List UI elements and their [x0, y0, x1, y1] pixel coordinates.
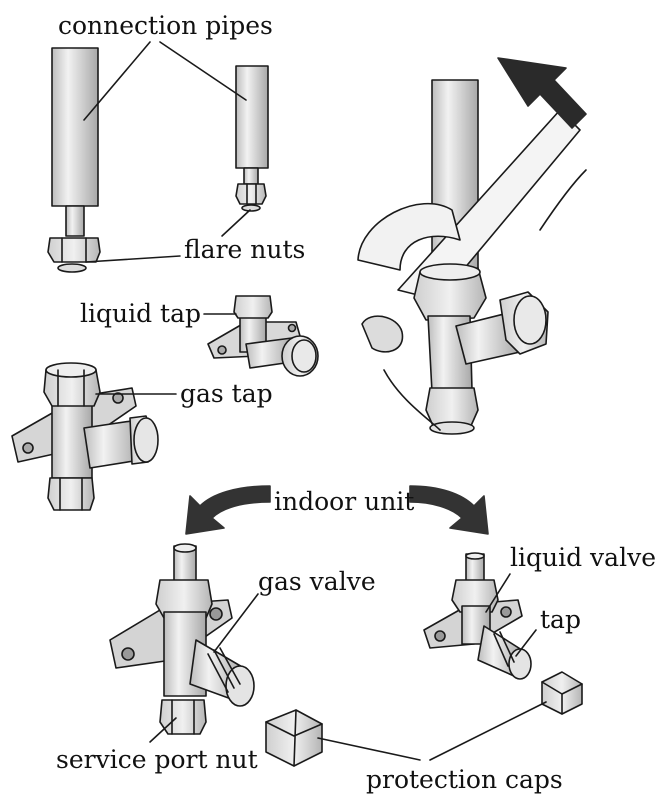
label-protection-caps: protection caps	[366, 765, 563, 794]
leader-tap	[515, 629, 537, 657]
label-gas-tap: gas tap	[180, 379, 273, 408]
rotation-arrow-icon	[497, 57, 587, 129]
label-liquid-tap: liquid tap	[80, 299, 201, 328]
label-flare-nuts: flare nuts	[184, 235, 305, 264]
flare-nut-right	[235, 183, 267, 212]
arrow-right-icon	[409, 485, 489, 535]
leader-protection-caps-right	[429, 701, 547, 761]
gas-tap-drawing	[11, 362, 159, 511]
protection-cap-small	[541, 671, 583, 715]
label-indoor-unit: indoor unit	[274, 487, 414, 516]
liquid-tap-drawing	[207, 295, 319, 377]
leader-connection-pipes-left	[83, 41, 151, 121]
leader-liquid-valve	[485, 573, 511, 613]
flare-nut-left	[47, 237, 101, 273]
connection-pipe-left	[51, 47, 99, 237]
wrench-assembly-drawing	[357, 79, 587, 435]
label-connection-pipes: connection pipes	[58, 11, 273, 40]
leader-protection-caps-left	[317, 737, 421, 761]
leader-connection-pipes-right	[159, 41, 247, 101]
gas-valve-drawing	[109, 543, 255, 735]
protection-cap-large	[265, 709, 323, 767]
arrow-left-icon	[185, 485, 271, 535]
liquid-valve-drawing	[423, 552, 532, 680]
connection-pipe-right	[235, 65, 269, 185]
leader-flare-nuts-left	[85, 255, 181, 263]
leader-flare-nuts-right	[221, 209, 251, 237]
label-service-port-nut: service port nut	[56, 745, 258, 774]
label-gas-valve: gas valve	[258, 567, 376, 596]
leader-service-port-nut	[149, 717, 177, 743]
label-tap: tap	[540, 605, 581, 634]
leader-gas-valve	[213, 593, 259, 653]
label-liquid-valve: liquid valve	[510, 543, 656, 572]
